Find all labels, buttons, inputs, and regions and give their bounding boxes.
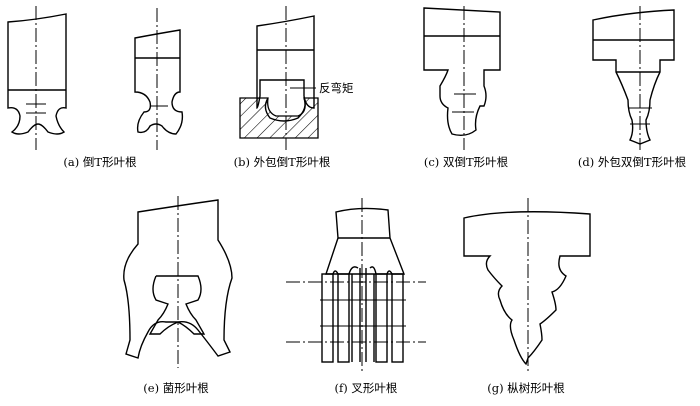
caption-e: (e) 菌形叶根 — [143, 381, 209, 395]
caption-g: (g) 枞树形叶根 — [487, 381, 565, 395]
figure-c-double-t-root — [423, 6, 501, 150]
figure-a-inverted-t-root — [7, 6, 67, 150]
caption-d: (d) 外包双倒T形叶根 — [578, 155, 687, 169]
caption-f: (f) 叉形叶根 — [335, 381, 398, 395]
figure-f-fork-root — [286, 198, 426, 372]
caption-c: (c) 双倒T形叶根 — [424, 155, 509, 169]
caption-b: (b) 外包倒T形叶根 — [234, 155, 331, 169]
figure-b-enveloping-t-root: 反弯矩 — [239, 6, 354, 150]
caption-a: (a) 倒T形叶根 — [63, 155, 137, 169]
fork-prongs — [321, 266, 404, 363]
figure-g-fir-tree-root — [463, 198, 591, 372]
figure-b-short-t-root — [134, 8, 184, 150]
figure-e-mushroom-root — [123, 196, 233, 368]
figure-d-enveloping-double-t-root — [592, 6, 675, 150]
annotation-counter-moment: 反弯矩 — [319, 81, 354, 95]
